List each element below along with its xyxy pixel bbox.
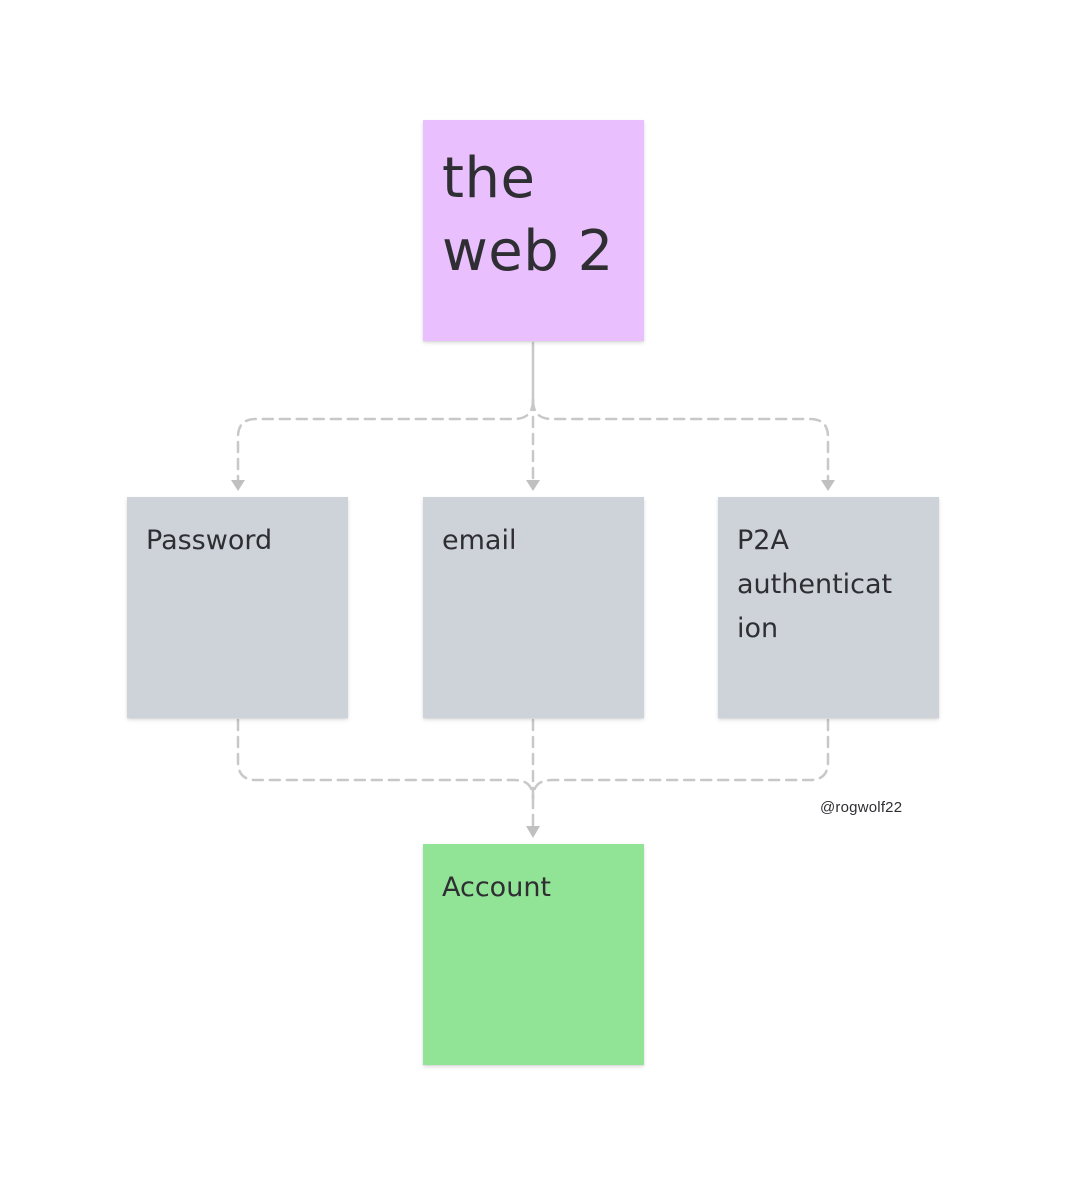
arrowhead-password (231, 480, 245, 491)
edge-top-p2a (531, 398, 830, 482)
node-account[interactable]: Account (423, 844, 644, 1065)
arrowhead-email (526, 480, 540, 491)
node-p2a-authentication[interactable]: P2A authenticat ion (718, 497, 939, 718)
node-password[interactable]: Password (127, 497, 348, 718)
edge-password-account (236, 718, 535, 800)
node-password-label: Password (146, 525, 273, 556)
node-p2a-authentication-label: P2A authenticat ion (737, 525, 893, 644)
edge-p2a-account (531, 718, 830, 800)
node-account-label: Account (442, 872, 552, 903)
node-email[interactable]: email (423, 497, 644, 718)
node-the-web-2[interactable]: the web 2 (423, 120, 644, 341)
author-watermark: @rogwolf22 (820, 799, 903, 816)
arrowhead-account (526, 826, 540, 838)
arrowhead-p2a (821, 480, 835, 491)
node-the-web-2-label: the web 2 (442, 146, 614, 284)
node-email-label: email (442, 525, 517, 556)
edge-top-password (236, 398, 535, 482)
